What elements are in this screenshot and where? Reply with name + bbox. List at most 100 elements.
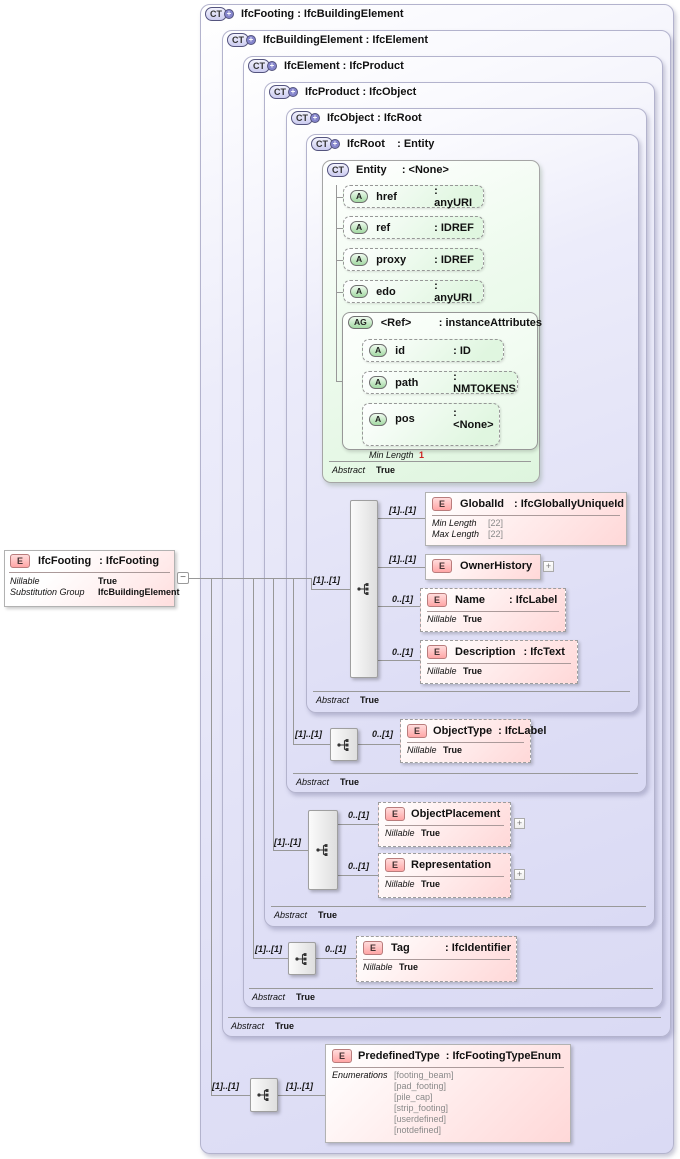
element-name-label: ObjectType [433,725,493,737]
type-title: IfcRoot : Entity [347,138,435,150]
type-header-ifcfooting[interactable]: CT+ IfcFooting : IfcBuildingElement [205,7,404,21]
element-tag[interactable]: E Tag : IfcIdentifier Nillable True [356,936,517,982]
type-header-ifcroot[interactable]: CT+ IfcRoot : Entity [311,137,434,151]
connector-line [378,606,420,607]
element-name: GlobalId [460,498,505,510]
connector-line [336,292,343,293]
connector-line [278,1095,325,1096]
attribute-icon: A [350,285,369,298]
divider [427,663,571,664]
element-type: : IfcFootingTypeEnum [445,1050,562,1062]
connector-line [336,381,342,382]
sequence-icon-ifcproduct[interactable] [308,810,338,890]
facet-label: Nillable [363,962,393,972]
divider [332,1067,564,1068]
element-type: : IfcIdentifier [445,942,512,954]
attribute-proxy[interactable]: A proxy : IDREF [343,248,484,271]
connector-line [358,744,400,745]
expand-toggle-ownerhistory[interactable]: + [543,561,554,572]
element-globalid[interactable]: E GlobalId : IfcGloballyUniqueId Min Len… [425,492,627,546]
connector-line [273,850,308,851]
type-header-ifcelement[interactable]: CT+ IfcElement : IfcProduct [248,59,404,73]
attribute-href[interactable]: A href : anyURI [343,184,484,209]
enum-values: [footing_beam] [pad_footing] [pile_cap] … [394,1070,454,1135]
facet-label: Nillable [427,666,457,676]
element-predefinedtype[interactable]: E PredefinedType : IfcFootingTypeEnum En… [325,1044,571,1143]
sequence-glyph [316,844,328,856]
expand-toggle-representation[interactable]: + [514,869,525,880]
cardinality-label: 0..[1] [392,594,414,604]
attribute-type: : anyURI [434,279,473,304]
facet-label: Nillable [385,828,415,838]
connector-line [211,578,212,1095]
connector-line [211,1095,250,1096]
element-icon: E [363,941,384,955]
cardinality-label: [1]..[1] [295,729,322,739]
type-title: IfcFooting : IfcBuildingElement [241,8,404,20]
divider [363,959,510,960]
type-title: IfcBuildingElement : IfcElement [263,34,429,46]
facet-value: True [421,828,441,838]
attribute-type: : anyURI [434,184,473,209]
element-name-label: Tag [391,942,410,954]
sequence-icon-ifcobject[interactable] [330,728,358,761]
element-name: OwnerHistory [460,560,533,572]
element-type: : IfcFooting [99,555,160,567]
connector-line [336,185,337,381]
divider [9,572,170,573]
type-header-ifcproduct[interactable]: CT+ IfcProduct : IfcObject [269,85,416,99]
type-header-ifcbuildingelement[interactable]: CT+ IfcBuildingElement : IfcElement [227,33,428,47]
connector-line [293,744,330,745]
cardinality-label: [1]..[1] [389,554,416,564]
facet-label: Enumerations [332,1070,388,1080]
attribute-edo[interactable]: A edo : anyURI [343,279,484,304]
property-label: Nillable [10,576,40,586]
cardinality-label: [1]..[1] [286,1081,313,1091]
connector-line [336,260,343,261]
attribute-ref[interactable]: A ref : IDREF [343,216,484,239]
attribute-pos[interactable]: A pos : <None> Min Length 1 [362,403,500,460]
expand-toggle-objectplacement[interactable]: + [514,818,525,829]
element-icon: E [385,858,406,872]
attribute-path[interactable]: A path : NMTOKENS [362,371,518,395]
attribute-id[interactable]: A id : ID [362,339,504,362]
complextype-icon: CT+ [227,33,256,47]
facet-value: [22] [488,518,504,528]
attribute-group-header[interactable]: AG <Ref> : instanceAttributes [348,316,542,329]
connector-line [253,578,254,958]
element-ownerhistory[interactable]: E OwnerHistory [425,554,541,580]
attribute-type: : ID [453,344,471,357]
attribute-name: id [395,344,405,357]
type-header-entity[interactable]: CT Entity : <None> [327,163,449,177]
cardinality-label: 0..[1] [325,944,347,954]
facet-label: Min Length [369,450,414,460]
cardinality-label: [1]..[1] [313,575,340,585]
element-icon: E [427,593,448,607]
element-name-label: Description [455,646,516,658]
collapse-toggle[interactable]: − [177,572,189,584]
divider [385,876,504,877]
complextype-icon: CT+ [311,137,340,151]
sequence-icon-ifcroot[interactable] [350,500,378,678]
facet-value: True [463,614,483,624]
facet-label: Nillable [407,745,437,755]
sequence-icon-ifcelement[interactable] [288,942,316,975]
sequence-icon-ifcfooting[interactable] [250,1078,278,1112]
connector-line [189,578,311,579]
type-header-ifcobject[interactable]: CT+ IfcObject : IfcRoot [291,111,422,125]
facet-value: True [399,962,419,972]
attribute-group-icon: AG [348,316,373,329]
divider [385,825,504,826]
cardinality-label: 0..[1] [348,861,370,871]
connector-line [336,228,343,229]
